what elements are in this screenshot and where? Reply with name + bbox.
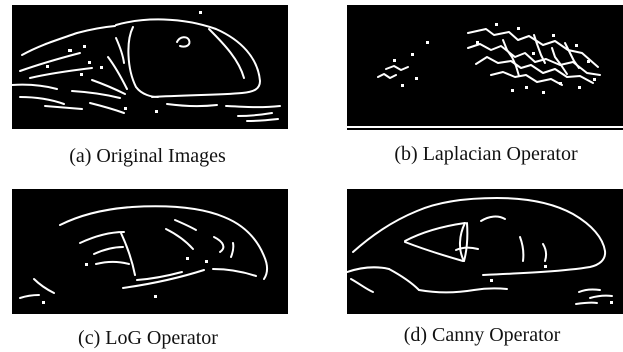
original-edge-image bbox=[12, 5, 288, 129]
laplacian-edge-drawing bbox=[347, 23, 623, 128]
log-edge-image bbox=[12, 189, 288, 314]
original-edge-drawing bbox=[12, 11, 281, 122]
canny-edge-image bbox=[347, 189, 623, 314]
caption-log-operator: (c) LoG Operator bbox=[78, 327, 218, 349]
caption-original-images: (a) Original Images bbox=[69, 145, 226, 167]
caption-laplacian-operator: (b) Laplacian Operator bbox=[394, 143, 578, 165]
log-edge-drawing bbox=[19, 205, 268, 304]
canny-edge-drawing bbox=[347, 197, 613, 305]
laplacian-edge-image bbox=[347, 5, 623, 130]
caption-canny-operator: (d) Canny Operator bbox=[403, 324, 561, 346]
